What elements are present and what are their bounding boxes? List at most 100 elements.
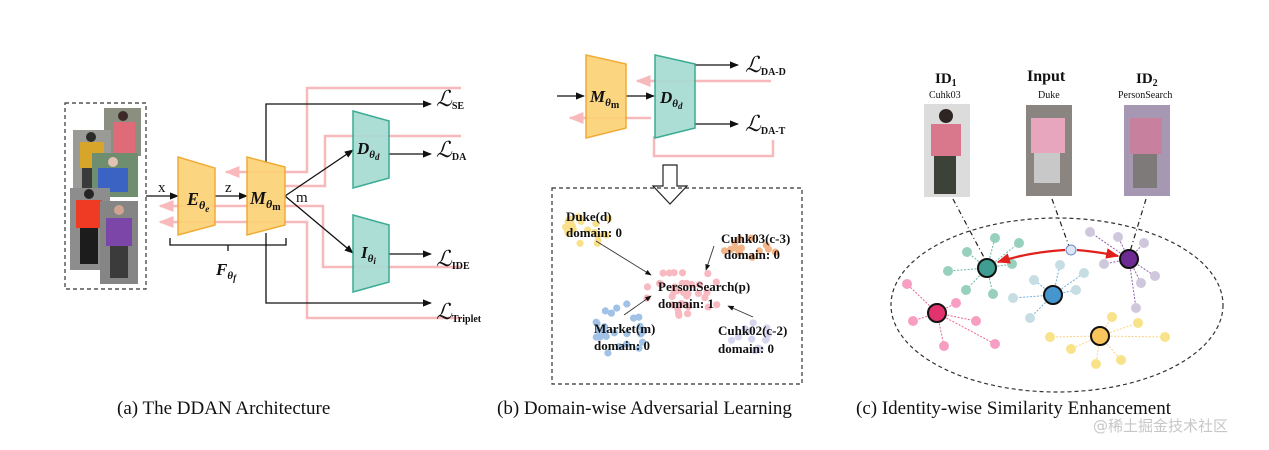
cluster-dot — [751, 347, 759, 355]
cluster-dot — [694, 289, 703, 297]
cluster-leaf — [990, 233, 1000, 243]
cluster-personsearch-name: PersonSearch(p) — [658, 279, 750, 294]
cluster-edge — [1099, 322, 1139, 337]
cluster-dot — [762, 241, 771, 249]
cluster-dot — [695, 280, 704, 289]
gradient-line-ide — [158, 200, 461, 269]
connector-input — [1051, 198, 1071, 250]
cluster-dot — [607, 309, 616, 317]
cluster-leaf — [1136, 278, 1146, 288]
cluster-dot — [635, 344, 643, 352]
mapper-label: Mθm — [249, 188, 281, 213]
identity-center-yellow — [1090, 326, 1110, 346]
cluster-leaf — [1066, 344, 1076, 354]
cluster-leaf — [1139, 238, 1149, 248]
down-arrow-icon — [651, 164, 689, 205]
discriminator-label-b: Dθd — [659, 88, 683, 111]
mapper-label-b: Mθm — [589, 87, 620, 111]
cluster-dot — [712, 278, 720, 286]
cluster-dot — [576, 239, 584, 247]
sample-image-id2 — [1124, 105, 1170, 196]
cluster-leaf — [1091, 359, 1101, 369]
cluster-edge — [936, 312, 996, 345]
cluster-dot — [675, 311, 683, 319]
cluster-dot — [623, 330, 631, 338]
identity-center-blue — [1043, 285, 1063, 305]
cluster-dots — [562, 213, 779, 357]
cluster-dot — [604, 349, 612, 357]
cluster-arrows — [595, 240, 754, 318]
cluster-dot — [745, 327, 753, 335]
cluster-dot — [567, 219, 575, 227]
cluster-dot — [637, 330, 645, 338]
cluster-dot — [670, 269, 678, 277]
panel-a-architecture: Eθe Mθm Dθd Iθi x z m Fθf ℒSE ℒDA ℒIDE ℒ… — [64, 86, 482, 419]
identity-center-pink — [927, 303, 947, 323]
cluster-dot — [747, 234, 756, 242]
cluster-dot — [623, 340, 631, 348]
sample-connectors — [952, 198, 1147, 264]
cluster-dot — [771, 248, 779, 256]
cluster-edge — [1012, 294, 1054, 299]
cluster-edge — [936, 312, 945, 347]
cluster-dot — [594, 231, 602, 239]
identity-module — [352, 214, 390, 293]
feature-z-label: z — [225, 180, 232, 196]
sample-input-title: Input — [1027, 68, 1066, 85]
loss-triplet: ℒTriplet — [436, 299, 482, 325]
cluster-leaf — [1131, 303, 1141, 313]
arrow-cuhk03-to-ps — [705, 245, 715, 271]
discriminator-module-b — [654, 54, 696, 139]
cluster-leaf — [1007, 259, 1017, 269]
cluster-market-domain: domain: 0 — [594, 338, 650, 353]
cluster-dot — [684, 310, 692, 318]
connector-id1 — [952, 198, 988, 264]
cluster-leaf — [1113, 232, 1123, 242]
cluster-dot — [671, 283, 679, 291]
cluster-dot — [601, 307, 610, 315]
cluster-dot — [595, 326, 603, 334]
cluster-dot — [731, 239, 739, 247]
loss-da-d: ℒDA-D — [745, 52, 786, 78]
cluster-leaf — [988, 289, 998, 299]
forward-lines — [146, 100, 432, 307]
cluster-dot — [592, 333, 600, 341]
connector-id2 — [1127, 198, 1147, 259]
cluster-leaf — [1150, 271, 1160, 281]
cluster-dot — [600, 323, 609, 331]
cluster-leaf — [1071, 285, 1081, 295]
cluster-leaf — [1099, 259, 1109, 269]
loss-se: ℒSE — [436, 86, 464, 112]
discriminator-module — [352, 110, 390, 189]
cluster-personsearch-domain: domain: 1 — [658, 296, 714, 311]
cluster-dot — [728, 336, 736, 344]
gradient-line-da — [285, 134, 461, 188]
cluster-cuhk02-domain: domain: 0 — [718, 341, 774, 356]
person-image-3 — [92, 153, 138, 197]
cluster-dot — [656, 279, 664, 287]
sample-image-id1 — [924, 104, 970, 197]
input-x-label: x — [158, 180, 166, 196]
cluster-dot — [668, 292, 676, 301]
cluster-dot — [755, 247, 763, 255]
arrow-input-to-id2 — [1076, 248, 1120, 259]
sample-input-dataset: Duke — [1038, 90, 1060, 101]
cluster-edge — [947, 267, 988, 272]
gradient-line-da-t — [652, 136, 775, 158]
cluster-duke-name: Duke(d) — [566, 209, 612, 224]
sample-image-input — [1026, 105, 1072, 196]
sample-id1-title: ID1 — [935, 71, 957, 89]
cluster-dot — [592, 318, 600, 326]
cluster-dot — [736, 235, 744, 243]
watermark-text: @稀土掘金技术社区 — [1093, 417, 1228, 435]
cluster-leaf — [1085, 227, 1095, 237]
gradient-line-se — [224, 86, 461, 178]
loss-ide: ℒIDE — [436, 246, 470, 272]
sample-id1-dataset: Cuhk03 — [929, 90, 961, 101]
arrow-cuhk02-to-ps — [727, 305, 754, 318]
cluster-leaf — [971, 316, 981, 326]
cluster-dot — [713, 301, 721, 309]
cluster-dot — [734, 333, 742, 341]
encoder-label: Eθe — [186, 189, 209, 214]
cluster-dot — [623, 300, 631, 308]
